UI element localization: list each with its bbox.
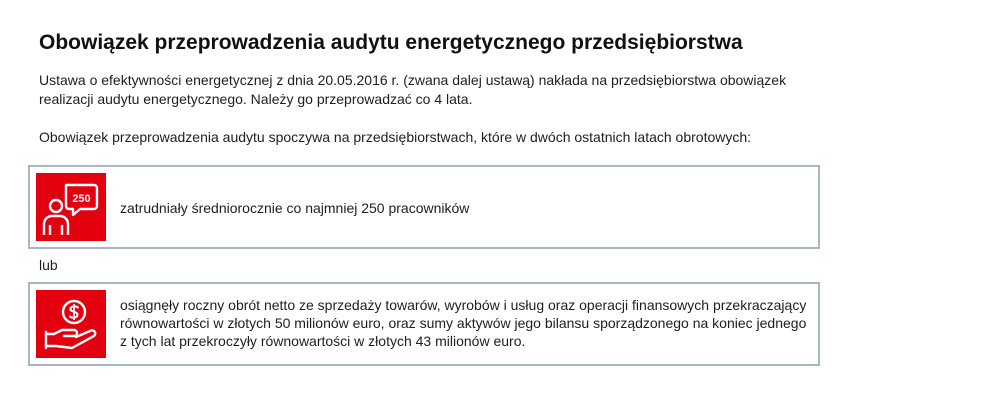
hand-coin-icon [36, 290, 106, 358]
or-label: lub [39, 257, 58, 273]
employees-badge-text: 250 [72, 193, 90, 205]
criterion-text-turnover: osiągnęły roczny obrót netto ze sprzedaż… [120, 297, 807, 349]
employees-250-icon: 250 [36, 173, 106, 241]
obligation-paragraph: Obowiązek przeprowadzenia audytu spoczyw… [39, 129, 752, 145]
intro-paragraph: Ustawa o efektywności energetycznej z dn… [39, 72, 787, 107]
criterion-box-turnover: osiągnęły roczny obrót netto ze sprzedaż… [28, 282, 820, 366]
criterion-text-employees: zatrudniały średniorocznie co najmniej 2… [120, 200, 470, 216]
criterion-box-employees: 250 zatrudniały średniorocznie co najmni… [28, 165, 820, 249]
page-title: Obowiązek przeprowadzenia audytu energet… [39, 31, 743, 54]
